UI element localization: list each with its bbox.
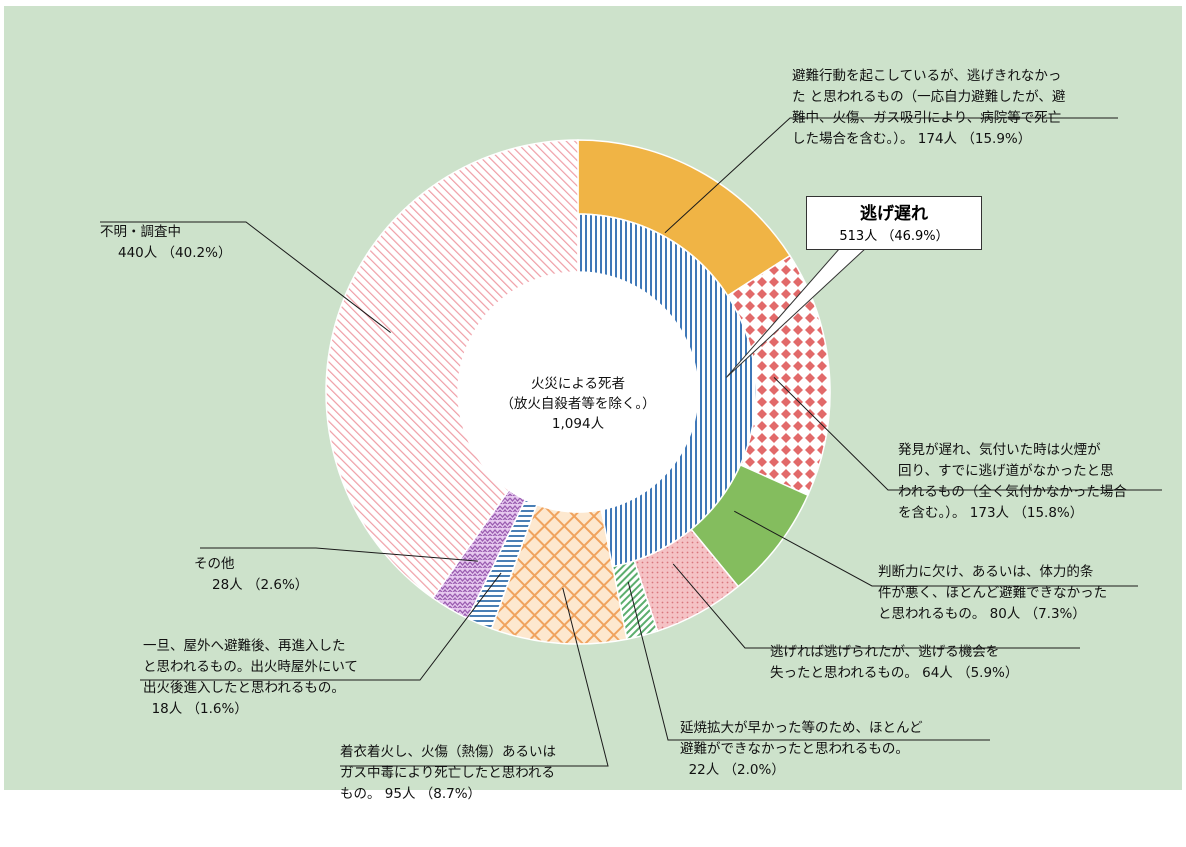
leader-line-s5 bbox=[627, 581, 990, 741]
center-label-total: 1,094人 bbox=[551, 416, 605, 432]
slice-label-s5: 延焼拡大が早かった等のため、ほとんど避難ができなかったと思われるもの。 22人 … bbox=[680, 720, 923, 778]
slice-label-s4: 逃げれば逃げられたが、逃げる機会を失ったと思われるもの。 64人 （5.9%） bbox=[770, 644, 1019, 681]
center-label: 火災による死者 （放火自殺者等を除く。） 1,094人 bbox=[478, 374, 678, 434]
leader-line-s6 bbox=[340, 587, 609, 767]
leader-line-s9 bbox=[100, 221, 391, 333]
donut-chart bbox=[100, 117, 1162, 767]
leader-line-s3 bbox=[734, 510, 1138, 587]
donut-hole bbox=[458, 272, 698, 512]
group-callout: 逃げ遅れ 513人 （46.9%） bbox=[806, 196, 982, 250]
group-callout-value: 513人 （46.9%） bbox=[839, 229, 949, 244]
slice-label-s6: 着衣着火し、火傷（熱傷）あるいはガス中毒により死亡したと思われるもの。 95人 … bbox=[340, 744, 556, 802]
center-label-line-2: （放火自殺者等を除く。） bbox=[500, 396, 656, 412]
slice-label-s7: 一旦、屋外へ避難後、再進入したと思われるもの。出火時屋外にいて出火後進入したと思… bbox=[143, 638, 358, 717]
slice-label-s1: 避難行動を起こしているが、逃げきれなかった と思われるもの（一応自力避難したが、… bbox=[792, 68, 1066, 147]
center-label-line-1: 火災による死者 bbox=[530, 376, 626, 392]
leader-line-s4 bbox=[672, 563, 1080, 649]
leader-line-s7 bbox=[140, 572, 502, 681]
group-callout-title: 逃げ遅れ bbox=[860, 204, 928, 224]
slice-label-s3: 判断力に欠け、あるいは、体力的条件が悪く、ほとんど避難できなかったと思われるもの… bbox=[878, 564, 1108, 622]
leader-line-s8 bbox=[200, 547, 478, 562]
leader-line-s2 bbox=[773, 376, 1162, 491]
chart-stage: 火災による死者 （放火自殺者等を除く。） 1,094人 逃げ遅れ 513人 （4… bbox=[4, 6, 1182, 802]
leader-line-s1 bbox=[664, 117, 1118, 234]
slice-label-s2: 発見が遅れ、気付いた時は火煙が回り、すでに逃げ道がなかったと思われるもの（全く気… bbox=[898, 442, 1127, 521]
